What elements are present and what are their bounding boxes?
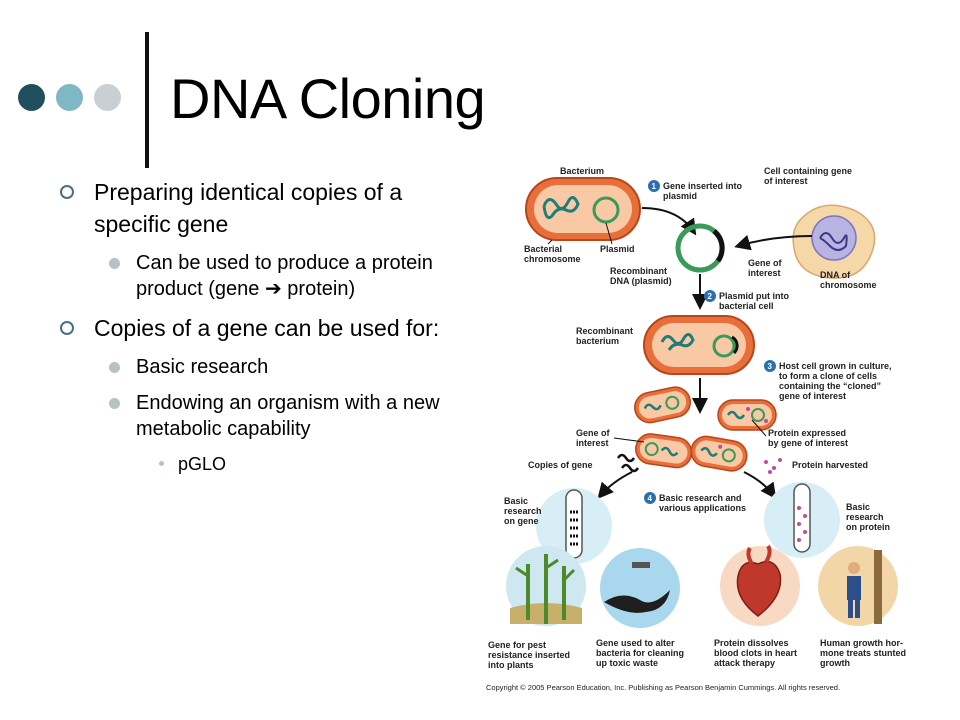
label-application-1-3: into plants <box>488 660 534 670</box>
label-step3-line2: to form a clone of cells <box>779 371 877 381</box>
step-number-1: 1 <box>652 182 657 191</box>
label-application-1: Gene for pest <box>488 640 546 650</box>
label-application-2: Gene used to alter <box>596 638 675 648</box>
label-cell-containing-gene-2: of interest <box>764 176 808 186</box>
sub-sub-bullet-text: pGLO <box>178 454 227 474</box>
gene-copies-squiggles <box>616 453 640 473</box>
recombinant-bacterium <box>643 315 755 375</box>
label-application-3-2: blood clots in heart <box>714 648 797 658</box>
title-decoration-dots <box>18 84 128 114</box>
label-application-3-3: attack therapy <box>714 658 775 668</box>
copyright-notice: Copyright © 2005 Pearson Education, Inc.… <box>486 683 840 692</box>
label-basic-research-gene-3: on gene <box>504 516 539 526</box>
label-recombinant-bacterium: Recombinant <box>576 326 633 336</box>
label-application-2-3: up toxic waste <box>596 658 658 668</box>
label-step2-2: bacterial cell <box>719 301 774 311</box>
label-step3-line3: containing the “cloned” <box>779 381 881 391</box>
label-protein-expressed-2: by gene of interest <box>768 438 848 448</box>
gene-test-tube <box>536 488 612 564</box>
label-bacterial-chromosome-2: chromosome <box>524 254 581 264</box>
protein-dots <box>764 458 782 474</box>
sub-bullet-text: Endowing an organism with a new metaboli… <box>136 392 440 440</box>
application-pest-resistance <box>506 546 586 626</box>
label-plasmid: Plasmid <box>600 244 635 254</box>
application-toxic-waste <box>600 548 680 628</box>
label-application-2-2: bacteria for cleaning <box>596 648 684 658</box>
application-growth-hormone <box>818 546 898 626</box>
recombinant-plasmid <box>675 223 725 273</box>
bacterium <box>525 177 641 241</box>
bullet-dot-icon <box>109 398 120 409</box>
sub-bullet-item: Endowing an organism with a new metaboli… <box>60 390 470 442</box>
label-basic-research-gene-2: research <box>504 506 542 516</box>
label-basic-research-protein-3: on protein <box>846 522 890 532</box>
bullet-text: Preparing identical copies of a specific… <box>94 179 403 237</box>
sub-bullet-item: Can be used to produce a protein product… <box>60 250 470 302</box>
dot-light <box>94 84 121 111</box>
label-protein-harvested: Protein harvested <box>792 460 868 470</box>
label-step3-line1: Host cell grown in culture, <box>779 361 892 371</box>
sub-sub-bullet-item: pGLO <box>60 452 470 476</box>
bullet-ring-icon <box>60 321 74 335</box>
sub-bullet-text: Can be used to produce a protein product… <box>136 252 433 300</box>
label-step1: Gene inserted into <box>663 181 743 191</box>
sub-bullet-text: Basic research <box>136 356 269 378</box>
step-number-4: 4 <box>648 494 653 503</box>
label-step1-2: plasmid <box>663 191 697 201</box>
small-bullet-dot-icon <box>159 461 164 466</box>
sub-bullet-item: Basic research <box>60 354 470 380</box>
step-number-2: 2 <box>708 292 713 301</box>
bullet-item: Copies of a gene can be used for: <box>60 312 470 344</box>
bullet-text: Copies of a gene can be used for: <box>94 315 440 341</box>
label-application-1-2: resistance inserted <box>488 650 570 660</box>
slide-title: DNA Cloning <box>170 67 486 130</box>
label-basic-research-gene: Basic <box>504 496 528 506</box>
protein-test-tube <box>764 482 840 558</box>
application-heart-therapy <box>720 544 800 626</box>
label-copies-of-gene: Copies of gene <box>528 460 593 470</box>
label-application-3: Protein dissolves <box>714 638 789 648</box>
label-recombinant-bacterium-2: bacterium <box>576 336 619 346</box>
label-gene-of-interest-clone-2: interest <box>576 438 609 448</box>
title-divider <box>145 32 149 168</box>
step-number-3: 3 <box>768 362 773 371</box>
donor-cell <box>792 204 876 279</box>
label-step3-line4: gene of interest <box>779 391 846 401</box>
label-basic-research-protein: Basic <box>846 502 870 512</box>
label-step4-2: various applications <box>659 503 746 513</box>
dot-medium <box>56 84 83 111</box>
label-recombinant-dna-2: DNA (plasmid) <box>610 276 672 286</box>
label-protein-expressed: Protein expressed <box>768 428 846 438</box>
bullet-ring-icon <box>60 185 74 199</box>
cloned-cells <box>634 386 777 472</box>
label-bacterium: Bacterium <box>560 166 604 176</box>
label-bacterial-chromosome: Bacterial <box>524 244 562 254</box>
bullet-dot-icon <box>109 258 120 269</box>
label-gene-of-interest-clone: Gene of <box>576 428 611 438</box>
label-step4: Basic research and <box>659 493 742 503</box>
label-application-4-2: mone treats stunted <box>820 648 906 658</box>
label-basic-research-protein-2: research <box>846 512 884 522</box>
label-cell-containing-gene: Cell containing gene <box>764 166 852 176</box>
label-dna-of-chromosome: DNA of <box>820 270 851 280</box>
bullet-dot-icon <box>109 362 120 373</box>
label-recombinant-dna: Recombinant <box>610 266 667 276</box>
bullet-list: Preparing identical copies of a specific… <box>60 176 470 476</box>
label-gene-of-interest-2: interest <box>748 268 781 278</box>
label-application-4: Human growth hor- <box>820 638 903 648</box>
label-application-4-3: growth <box>820 658 850 668</box>
bullet-item: Preparing identical copies of a specific… <box>60 176 470 240</box>
label-step2: Plasmid put into <box>719 291 790 301</box>
label-dna-of-chromosome-2: chromosome <box>820 280 877 290</box>
label-gene-of-interest: Gene of <box>748 258 783 268</box>
dot-dark <box>18 84 45 111</box>
dna-cloning-diagram: Bacterium Bacterial chromosome Plasmid C… <box>482 156 932 696</box>
